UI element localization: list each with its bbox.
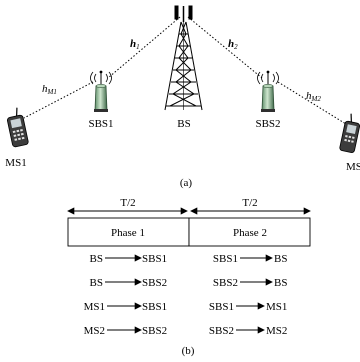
- link-hm2: [277, 81, 347, 125]
- caption-b: (b): [182, 345, 195, 357]
- flow-p2-3-to: MS2: [266, 325, 287, 337]
- cell-tower-icon: [164, 5, 203, 111]
- flow-p1-1-to: SBS2: [142, 277, 167, 289]
- bs-label: BS: [177, 118, 190, 130]
- label-h2: h2: [228, 38, 238, 51]
- label-hm2: hM2: [306, 90, 321, 103]
- small-cell-antenna-icon: [257, 70, 279, 112]
- phase-2-box: [188, 217, 311, 247]
- small-cell-antenna-icon: [90, 70, 112, 112]
- channel-links: [23, 16, 347, 125]
- ms1-label: MS1: [5, 157, 26, 169]
- flow-p2-0-to: BS: [274, 253, 287, 265]
- phase-2-flows: SBS1 BS SBS2 BS SBS1 MS1 SBS2 MS2: [209, 253, 288, 337]
- label-hm1: hM1: [42, 83, 57, 96]
- flow-p2-0-from: SBS1: [213, 253, 238, 265]
- flow-p1-2-from: MS1: [84, 301, 105, 313]
- phase-1-box: [67, 217, 190, 247]
- label-h1: h1: [130, 38, 140, 51]
- duration-label-2: T/2: [242, 197, 257, 209]
- flow-p1-1-from: BS: [90, 277, 103, 289]
- sbs1-label: SBS1: [88, 118, 113, 130]
- link-h1: [107, 16, 181, 79]
- phase-1-label: Phase 1: [111, 227, 145, 239]
- flow-p1-0-from: BS: [90, 253, 103, 265]
- flow-p2-3-from: SBS2: [209, 325, 234, 337]
- flow-p2-1-to: BS: [274, 277, 287, 289]
- flow-p2-1-from: SBS2: [213, 277, 238, 289]
- flow-p2-2-to: MS1: [266, 301, 287, 313]
- link-hm1: [23, 81, 94, 119]
- phase-2-label: Phase 2: [233, 227, 267, 239]
- caption-a: (a): [180, 177, 193, 189]
- flow-p1-3-to: SBS2: [142, 325, 167, 337]
- link-h2: [187, 16, 263, 79]
- flow-p1-3-from: MS2: [84, 325, 105, 337]
- flow-p2-2-from: SBS1: [209, 301, 234, 313]
- ms2-label: MS2: [346, 161, 360, 173]
- phase-1-flows: BS SBS1 BS SBS2 MS1 SBS1 MS2 SBS2: [84, 253, 167, 337]
- flow-p1-2-to: SBS1: [142, 301, 167, 313]
- mobile-phone-icon: [7, 107, 29, 148]
- flow-p1-0-to: SBS1: [142, 253, 167, 265]
- duration-label-1: T/2: [120, 197, 135, 209]
- mobile-phone-icon: [339, 113, 360, 153]
- sbs2-label: SBS2: [255, 118, 280, 130]
